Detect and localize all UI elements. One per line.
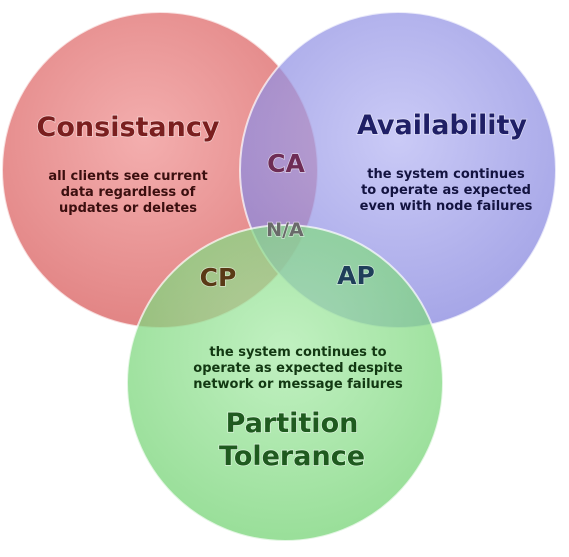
consistency-description-line-2: data regardless of [61, 185, 196, 200]
overlap-cp-label: CP [200, 263, 237, 292]
partition-description-line-3: network or message failures [193, 377, 403, 392]
availability-description-line-2: to operate as expected [361, 183, 531, 198]
consistency-description-line-3: updates or deletes [59, 201, 197, 216]
consistency-title: Consistancy [37, 112, 220, 143]
overlap-center-label: N/A [266, 219, 304, 241]
overlap-ca-label: CA [267, 149, 305, 178]
consistency-description-line-1: all clients see current [48, 169, 207, 184]
availability-description-line-1: the system continues [367, 167, 525, 182]
partition-description-line-2: operate as expected despite [193, 361, 403, 376]
partition-tolerance-circle [126, 224, 444, 542]
partition-title-line-2: Tolerance [219, 441, 365, 472]
overlap-ap-label: AP [337, 261, 375, 290]
availability-description-line-3: even with node failures [360, 199, 533, 214]
availability-title: Availability [357, 110, 527, 141]
partition-description-line-1: the system continues to [209, 345, 386, 360]
partition-title-line-1: Partition [226, 408, 359, 439]
